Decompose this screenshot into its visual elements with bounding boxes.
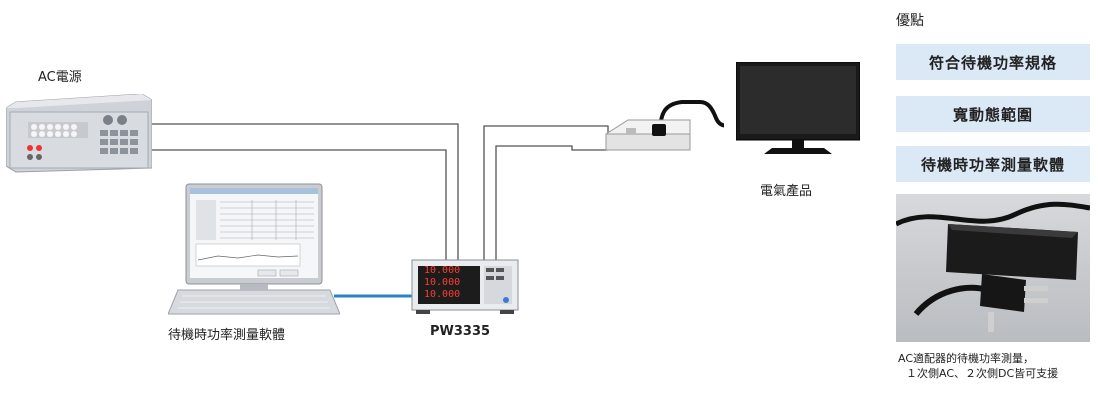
meter-display-row-2: 10.000: [424, 277, 461, 288]
software-label: 待機時功率測量軟體: [168, 328, 286, 343]
wire-meter-to-outlet-2: [495, 145, 608, 262]
benefit-item-standby-spec: 符合待機功率規格: [896, 44, 1090, 80]
wire-source-to-meter-2: [140, 149, 447, 262]
ac-power-source: [6, 94, 152, 173]
benefits-title: 優點: [896, 13, 924, 29]
meter-display-row-3: 10.000: [424, 289, 461, 300]
wire-source-to-meter-1: [140, 123, 459, 262]
ac-adapter-photo: [896, 194, 1090, 342]
television: [736, 62, 860, 154]
ac-source-label: AC電源: [38, 70, 82, 85]
adapter-caption-line-2: １次側AC、２次側DC皆可支援: [906, 367, 1059, 380]
power-meter: [411, 259, 519, 314]
benefit-item-software: 待機時功率測量軟體: [896, 146, 1090, 182]
adapter-caption-line-1: AC適配器的待機功率測量，: [898, 352, 1035, 365]
product-label: 電氣產品: [760, 184, 813, 199]
benefit-item-dynamic-range: 寬動態範圍: [896, 96, 1090, 132]
power-outlet: [605, 100, 724, 151]
laptop: [168, 183, 340, 315]
meter-label: PW3335: [430, 324, 491, 339]
meter-display-row-1: 10.000: [424, 265, 461, 276]
